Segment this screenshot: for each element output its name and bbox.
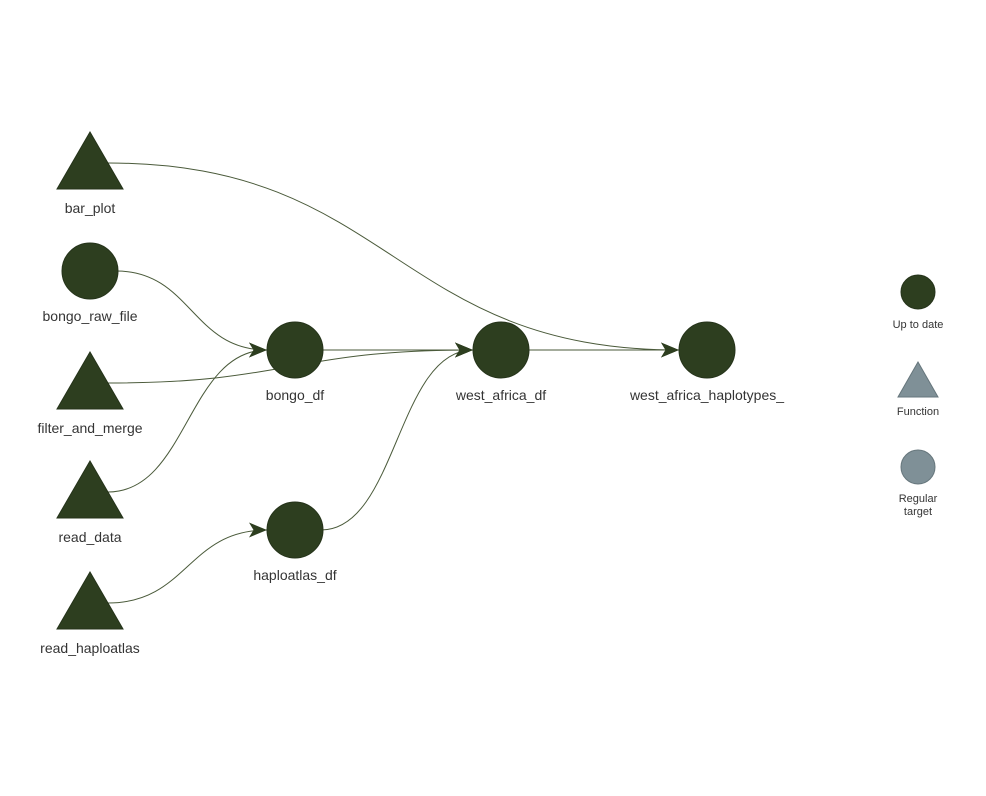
node-label: bar_plot	[65, 200, 116, 216]
legend-regular-target-swatch	[900, 449, 936, 485]
legend-function-label: Function	[897, 406, 939, 418]
node-west_africa_df[interactable]: west_africa_df	[455, 321, 546, 403]
node-label: read_haploatlas	[40, 640, 140, 656]
triangle-function-icon[interactable]	[56, 571, 124, 630]
node-bongo_raw_file[interactable]: bongo_raw_file	[43, 242, 138, 324]
legend-function-swatch	[897, 360, 939, 398]
node-label: bongo_df	[266, 387, 325, 403]
circle-target-icon[interactable]	[472, 321, 530, 379]
node-label: west_africa_haplotypes_	[629, 387, 784, 403]
node-filter_and_merge[interactable]: filter_and_merge	[37, 351, 143, 436]
edge-haploatlas_df-to-west_africa_df[interactable]	[320, 342, 474, 531]
node-label: read_data	[58, 529, 121, 545]
triangle-function-icon[interactable]	[56, 131, 124, 190]
edge-bongo_raw_file-to-bongo_df[interactable]	[115, 270, 268, 358]
node-label: filter_and_merge	[37, 420, 142, 436]
edge-bar_plot-to-west_africa_haplotypes_[interactable]	[107, 162, 680, 358]
circle-target-icon[interactable]	[61, 242, 119, 300]
legend: Up to date Function Regular target	[893, 274, 944, 518]
edges-layer	[107, 162, 680, 604]
legend-regular-target-label-line2: target	[904, 506, 932, 518]
circle-target-icon[interactable]	[266, 501, 324, 559]
node-bar_plot[interactable]: bar_plot	[56, 131, 124, 216]
triangle-function-icon[interactable]	[56, 351, 124, 410]
edge-read_data-to-bongo_df[interactable]	[107, 342, 268, 493]
node-label: west_africa_df	[455, 387, 546, 403]
nodes-layer: bar_plot bongo_raw_file filter_and_mergere…	[37, 131, 784, 656]
node-label: haploatlas_df	[253, 567, 336, 583]
node-west_africa_haplotypes_[interactable]: west_africa_haplotypes_	[629, 321, 784, 403]
edge-read_haploatlas-to-haploatlas_df[interactable]	[107, 522, 268, 604]
node-label: bongo_raw_file	[43, 308, 138, 324]
legend-up-to-date-swatch	[900, 274, 936, 310]
node-read_haploatlas[interactable]: read_haploatlas	[40, 571, 140, 656]
circle-target-icon[interactable]	[678, 321, 736, 379]
node-haploatlas_df[interactable]: haploatlas_df	[253, 501, 337, 583]
node-read_data[interactable]: read_data	[56, 460, 124, 545]
legend-regular-target-label-line1: Regular	[899, 493, 938, 505]
triangle-function-icon[interactable]	[56, 460, 124, 519]
legend-up-to-date-label: Up to date	[893, 319, 944, 331]
node-bongo_df[interactable]: bongo_df	[266, 321, 325, 403]
circle-target-icon[interactable]	[266, 321, 324, 379]
